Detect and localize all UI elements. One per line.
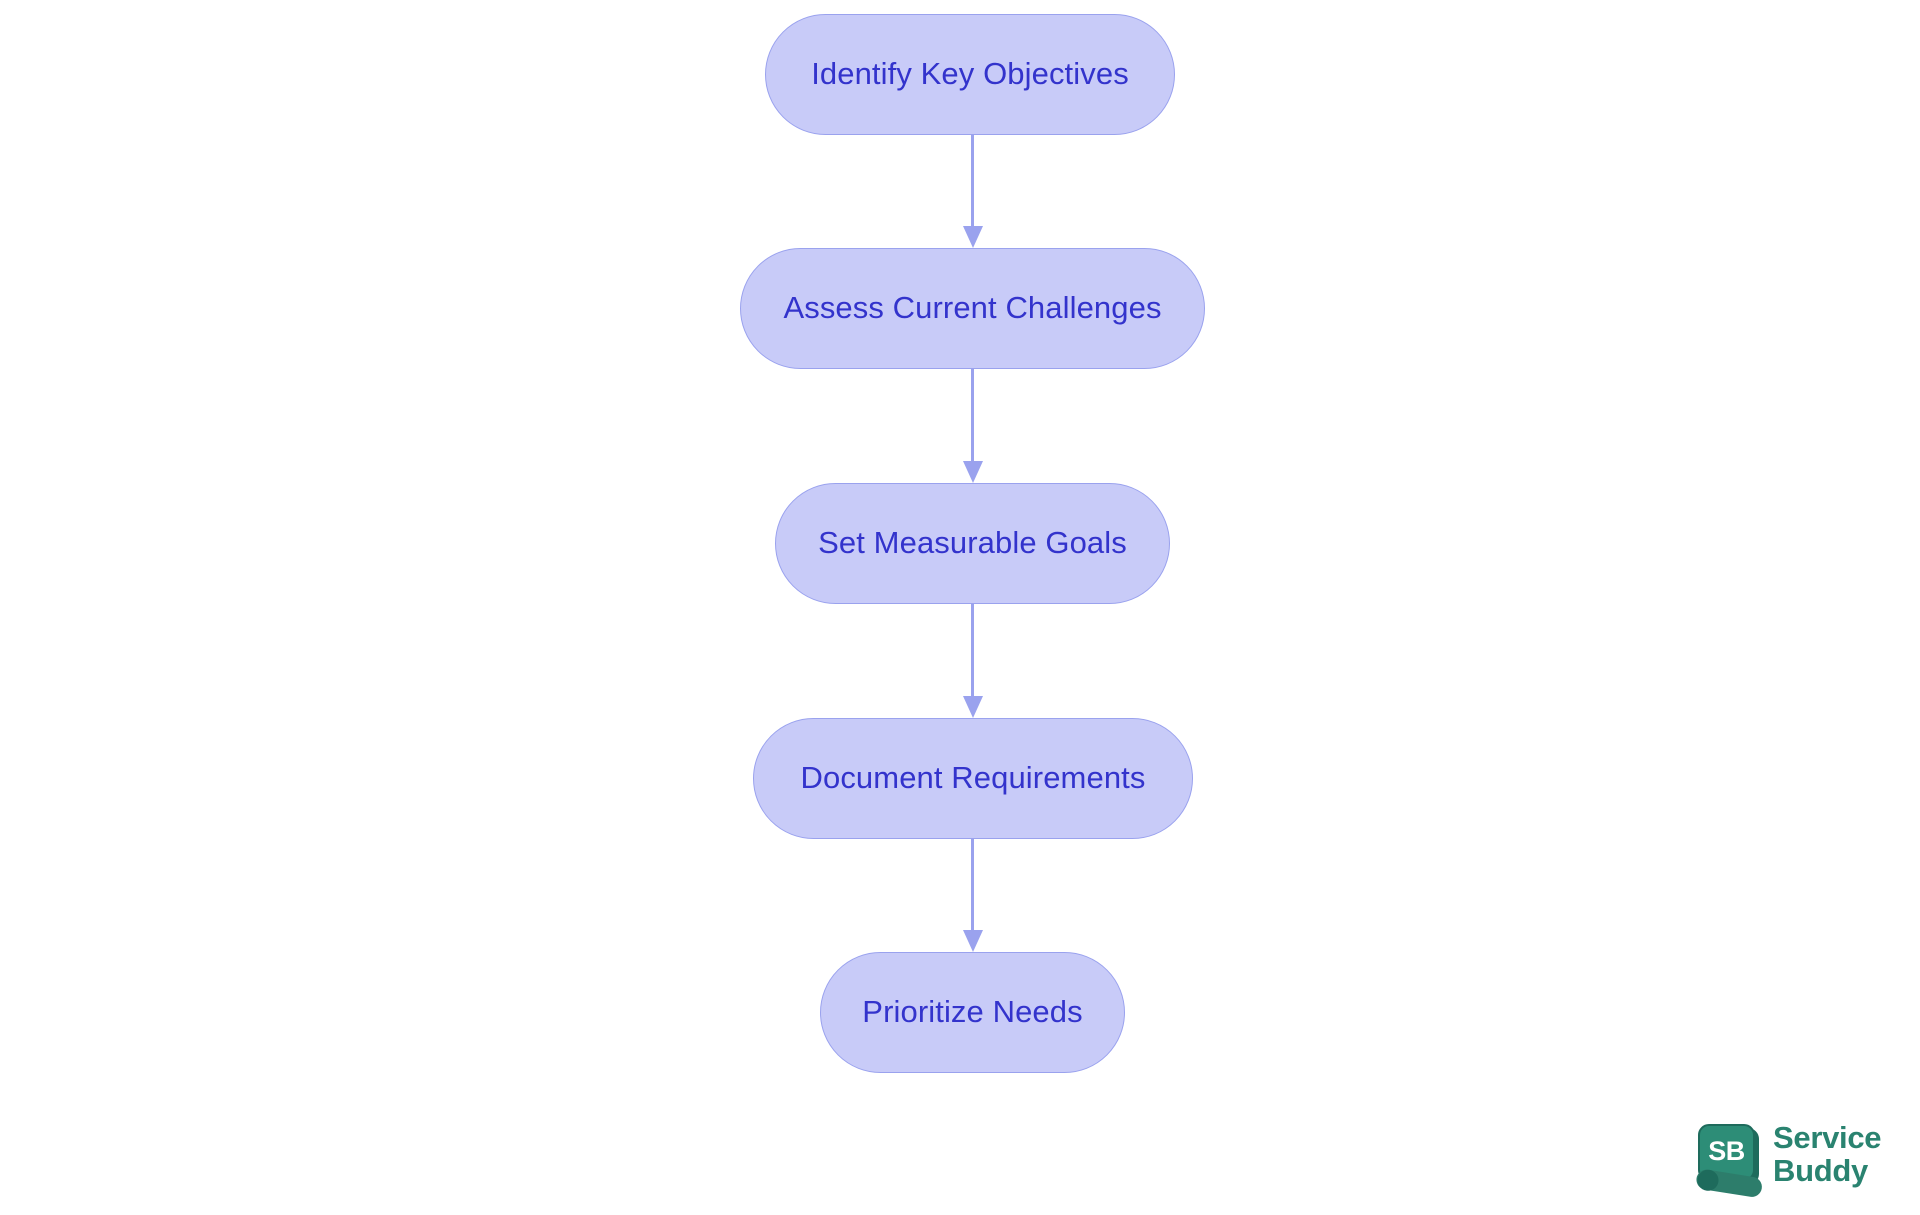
service-buddy-logo-icon: SB <box>1695 1123 1764 1199</box>
arrowhead-down-icon <box>962 696 983 718</box>
brand-wordmark: Service Buddy <box>1773 1120 1882 1188</box>
arrowhead-down-icon <box>962 226 983 248</box>
flow-node-label: Set Measurable Goals <box>818 525 1127 560</box>
flow-node-prioritize-needs[interactable]: Prioritize Needs <box>820 952 1125 1073</box>
flow-node-identify-key-objectives[interactable]: Identify Key Objectives <box>765 14 1175 135</box>
brand-name-line2: Buddy <box>1773 1152 1868 1188</box>
logo-monogram: SB <box>1708 1135 1745 1166</box>
flow-node-label: Prioritize Needs <box>862 994 1083 1029</box>
flow-node-label: Assess Current Challenges <box>783 290 1162 325</box>
connector-line <box>971 839 974 931</box>
brand-name-line1: Service <box>1773 1120 1882 1155</box>
connector-arrow <box>962 604 983 718</box>
flow-node-set-measurable-goals[interactable]: Set Measurable Goals <box>775 483 1170 604</box>
connector-line <box>971 604 974 697</box>
flow-node-label: Identify Key Objectives <box>811 56 1129 91</box>
flow-node-label: Document Requirements <box>800 760 1146 795</box>
connector-arrow <box>962 839 983 952</box>
connector-line <box>971 135 974 227</box>
connector-line <box>971 369 974 462</box>
flow-node-document-requirements[interactable]: Document Requirements <box>753 718 1193 839</box>
connector-arrow <box>962 369 983 483</box>
brand-logo: SB Service Buddy <box>1695 1120 1882 1199</box>
connector-arrow <box>962 135 983 248</box>
flow-node-assess-current-challenges[interactable]: Assess Current Challenges <box>740 248 1205 369</box>
arrowhead-down-icon <box>962 461 983 483</box>
arrowhead-down-icon <box>962 930 983 952</box>
